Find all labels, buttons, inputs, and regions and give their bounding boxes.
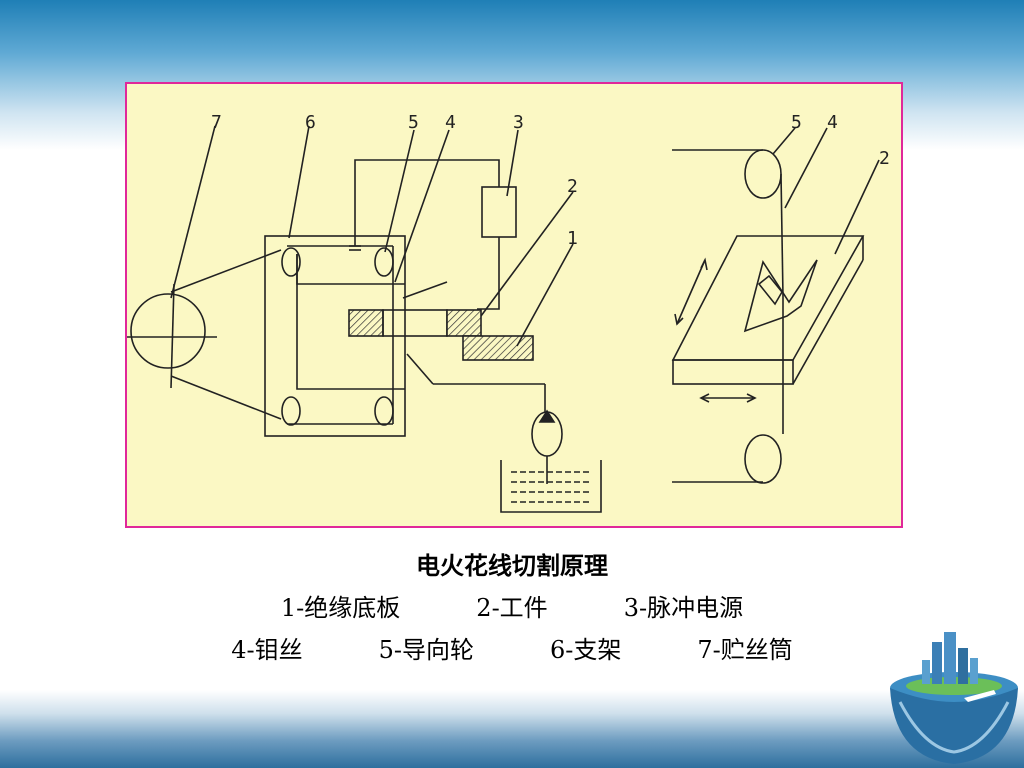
- diagram-svg: 7 6 5 4 3 2 1 5 4 2: [127, 112, 890, 513]
- label-5: 5: [408, 112, 419, 133]
- legend-item-2: 2-工件: [476, 594, 548, 622]
- background-footer-gradient: [0, 690, 1024, 768]
- legend-item-7: 7-贮丝筒: [697, 636, 793, 664]
- label-6: 6: [305, 112, 316, 133]
- label-7: 7: [211, 112, 222, 133]
- label-1: 1: [567, 228, 578, 249]
- legend-item-6: 6-支架: [550, 636, 622, 664]
- legend-row-1: 1-绝缘底板 2-工件 3-脉冲电源: [0, 588, 1024, 623]
- pulse-power-shape: [481, 186, 517, 238]
- globe-city-icon: [890, 632, 1018, 764]
- label-right-4: 4: [827, 112, 838, 133]
- wire-drum-shape: [130, 293, 206, 369]
- label-4: 4: [445, 112, 456, 133]
- legend-item-4: 4-钼丝: [231, 636, 303, 664]
- label-2: 2: [567, 176, 578, 197]
- label-right-2: 2: [879, 148, 890, 169]
- label-right-5: 5: [791, 112, 802, 133]
- legend-item-1: 1-绝缘底板: [280, 594, 401, 622]
- diagram-title: 电火花线切割原理: [416, 551, 608, 580]
- legend-item-3: 3-脉冲电源: [623, 594, 744, 622]
- legend-row-2: 4-钼丝 5-导向轮 6-支架 7-贮丝筒: [0, 630, 1024, 665]
- legend-item-5: 5-导向轮: [378, 636, 474, 664]
- label-3: 3: [513, 112, 524, 133]
- wire-edm-diagram: 7 6 5 4 3 2 1 5 4 2: [125, 82, 903, 528]
